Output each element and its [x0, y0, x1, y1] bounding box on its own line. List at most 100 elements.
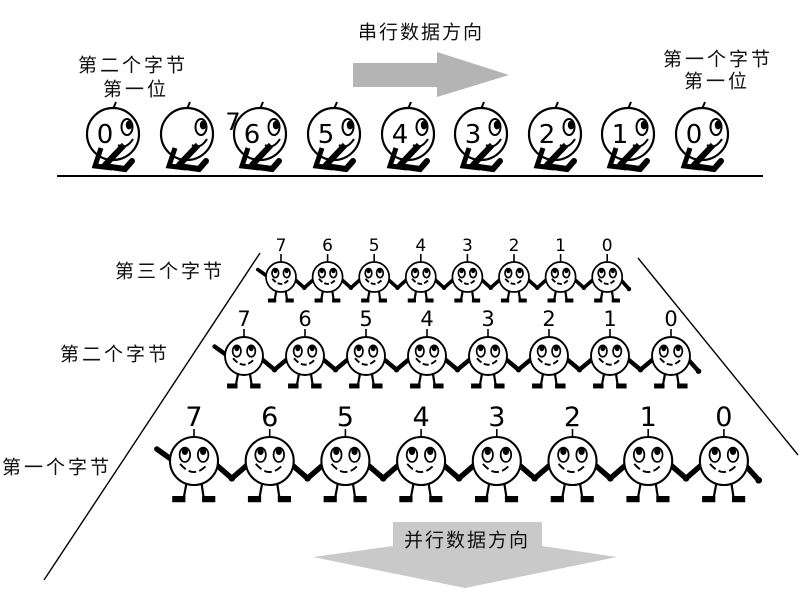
smile [191, 138, 208, 148]
eye-pupil [309, 345, 315, 352]
front-shoe [248, 158, 282, 173]
left-foot [500, 298, 510, 303]
bit-digit: 4 [415, 236, 426, 256]
eye-pupil [502, 447, 510, 455]
eye-pupil [420, 120, 428, 130]
figure-head [698, 435, 749, 487]
eye-pupil [272, 120, 280, 130]
eye-pupil [471, 268, 476, 274]
bit-digit: 3 [481, 307, 494, 331]
eye-pupil [506, 268, 511, 274]
smile [412, 138, 429, 148]
eye-pupil [408, 447, 416, 455]
figure-head [529, 336, 569, 376]
smile [598, 357, 622, 366]
left-foot [227, 383, 238, 389]
smile [271, 278, 291, 285]
parallel-direction-arrow-icon [313, 522, 617, 588]
clasped-hands-dot [455, 474, 463, 482]
eye-pupil [370, 345, 376, 352]
smile [709, 463, 739, 473]
front-shoe [101, 158, 135, 173]
eye-pupil [273, 268, 278, 274]
figure-head [346, 336, 386, 376]
bit-digit: 1 [603, 307, 616, 331]
serial-figure: 4 [380, 101, 436, 173]
bit-digit: 7 [276, 236, 287, 256]
parallel-figure: 5 [346, 307, 386, 389]
parallel-figure: 7 [224, 307, 264, 389]
right-foot [565, 298, 574, 303]
right-foot [372, 383, 383, 389]
right-foot [471, 298, 481, 303]
smile [632, 138, 649, 148]
bit-digit: 1 [612, 120, 629, 150]
figure-head [591, 261, 624, 293]
clasped-hands-dot [332, 366, 339, 373]
eye-pupil [431, 345, 437, 352]
smile [255, 463, 285, 473]
figure-head [471, 435, 522, 487]
eye-pupil [729, 447, 737, 455]
bit-digit: 2 [564, 402, 581, 433]
eye-pupil [257, 447, 264, 455]
parallel-figure: 0 [651, 307, 691, 389]
right-foot [616, 383, 627, 389]
eye-pupil [553, 345, 559, 352]
front-leg [176, 142, 201, 168]
parallel-figure: 2 [498, 236, 530, 303]
left-foot [399, 496, 413, 503]
left-foot [349, 383, 360, 389]
smile [537, 357, 561, 366]
bit-digit: 6 [298, 307, 311, 331]
eye-pupil [346, 120, 354, 130]
right-foot [429, 496, 443, 503]
figure-head [168, 435, 220, 487]
clasped-hands-dot [581, 285, 587, 291]
parallel-figure: 2 [547, 402, 598, 503]
eye-pupil [614, 345, 620, 352]
smile [706, 138, 723, 148]
right-foot [494, 383, 505, 389]
clasped-hands-dot [515, 366, 522, 373]
smile [318, 278, 338, 285]
eye-pupil [351, 447, 358, 455]
clasped-hands-dot [531, 474, 538, 482]
eye-pupil [417, 345, 423, 352]
eye-pupil [635, 447, 643, 455]
smile [264, 138, 281, 148]
parallel-direction-label: 并行数据方向 [403, 530, 531, 552]
eye-pupil [200, 447, 207, 455]
clasped-hands-dot [607, 474, 614, 482]
figure-head [265, 261, 297, 293]
bit-digit: 3 [488, 402, 505, 433]
right-foot [580, 496, 594, 503]
bit-digit: 0 [97, 120, 114, 150]
left-foot [593, 383, 604, 389]
serial-left-label-line1: 第二个字节 [77, 55, 189, 77]
parallel-figure: 3 [451, 236, 484, 303]
right-foot [656, 496, 670, 503]
left-foot [547, 298, 556, 303]
front-leg [249, 142, 274, 168]
figure-head [159, 106, 215, 162]
eye-pupil [459, 268, 464, 274]
parallel-figure: 5 [358, 236, 391, 303]
smile [117, 138, 134, 148]
eye-pupil [427, 447, 434, 455]
figure-head [623, 435, 674, 487]
eye-pupil [560, 447, 567, 455]
smile [476, 357, 500, 366]
parallel-row-label-byte2: 第二个字节 [59, 344, 171, 366]
eye-pupil [599, 268, 604, 274]
right-foot [611, 298, 620, 303]
eye-pupil [517, 268, 522, 274]
eye-pupil [564, 268, 569, 274]
right-foot [677, 383, 688, 389]
eye-pupil [539, 345, 545, 352]
bit-digit: 7 [237, 307, 250, 331]
bit-digit: 5 [359, 307, 372, 331]
figure-head [320, 435, 371, 487]
